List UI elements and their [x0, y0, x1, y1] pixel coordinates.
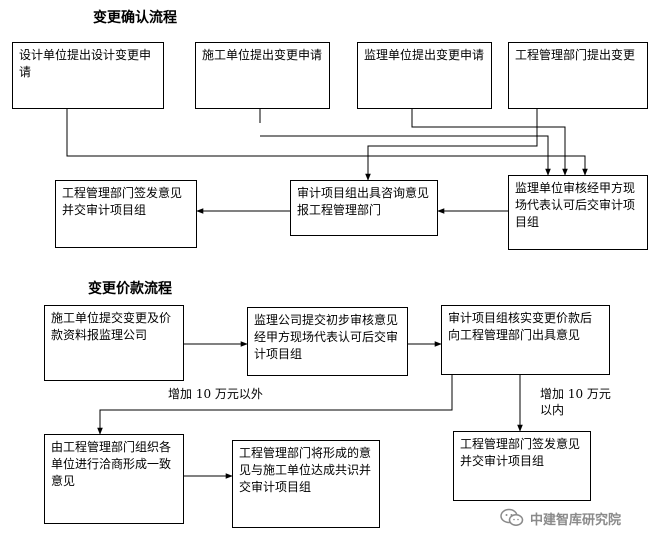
label-within-100k: 增加 10 万元以内	[540, 387, 611, 417]
box-mgmt-sign-opinion: 工程管理部门签发意见并交审计项目组	[55, 180, 197, 248]
wire-design-to-review	[66, 109, 588, 176]
box-mgmt-sign-price: 工程管理部门签发意见并交审计项目组	[453, 431, 591, 501]
section2-title: 变更价款流程	[88, 281, 172, 297]
label-over-100k: 增加 10 万元以外	[168, 387, 263, 401]
wire-mgmt-to-review	[365, 109, 538, 181]
wire-audit-over	[97, 375, 453, 435]
wire-construction-to-audit	[260, 135, 551, 176]
box-submit-price-change: 施工单位提交变更及价款资料报监理公司	[44, 305, 184, 381]
box-mgmt-agree-with-contractor: 工程管理部门将形成的意见与施工单位达成共识并交审计项目组	[232, 440, 380, 528]
watermark: 中建智库研究院	[500, 506, 621, 530]
box-project-mgmt-request: 工程管理部门提出变更	[508, 42, 648, 109]
box-supervision-preliminary-review: 监理公司提交初步审核意见经甲方现场代表认可后交审计项目组	[247, 307, 408, 376]
box-design-unit-request: 设计单位提出设计变更申请	[12, 42, 164, 109]
wechat-icon	[500, 508, 524, 526]
watermark-text: 中建智库研究院	[530, 512, 622, 528]
box-audit-consult-opinion: 审计项目组出具咨询意见报工程管理部门	[290, 180, 438, 236]
box-construction-unit-request: 施工单位提出变更申请	[195, 42, 330, 109]
box-supervision-review: 监理单位审核经甲方现场代表认可后交审计项目组	[508, 175, 648, 250]
section1-title: 变更确认流程	[93, 10, 177, 26]
wire-supervision-to-review	[411, 109, 568, 176]
box-audit-verify-price: 审计项目组核实变更价款后向工程管理部门出具意见	[441, 305, 610, 375]
box-supervision-unit-request: 监理单位提出变更申请	[357, 42, 492, 109]
box-mgmt-negotiate: 由工程管理部门组织各单位进行洽商形成一致意见	[44, 434, 184, 524]
